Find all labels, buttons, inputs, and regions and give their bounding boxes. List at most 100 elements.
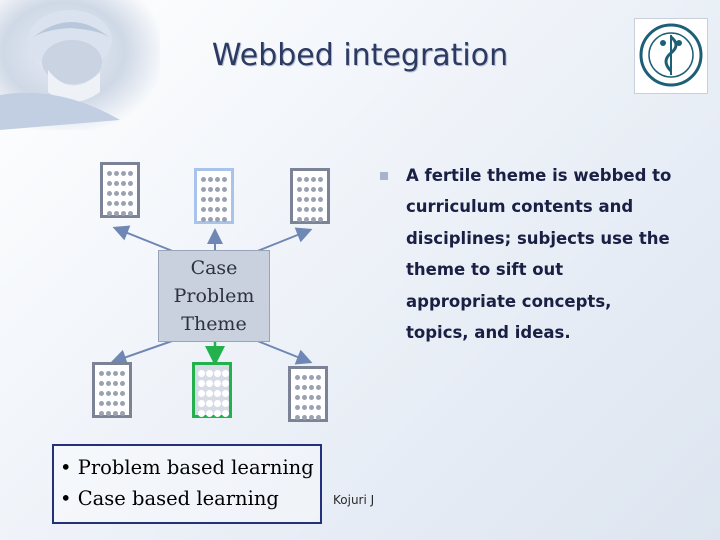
grid-dot bbox=[294, 394, 300, 400]
grid-dot bbox=[303, 206, 309, 212]
grid-dot bbox=[106, 200, 112, 206]
grid-dot bbox=[222, 176, 228, 182]
grid-dot bbox=[215, 216, 221, 222]
grid-dot bbox=[113, 170, 119, 176]
grid-dot bbox=[318, 176, 324, 182]
grid-dot bbox=[222, 206, 228, 212]
grid-dot bbox=[214, 369, 221, 377]
grid-dot bbox=[222, 196, 228, 202]
grid-dot bbox=[214, 389, 221, 397]
grid-dot bbox=[215, 196, 221, 202]
grid-dot bbox=[206, 389, 213, 397]
grid-dot bbox=[106, 180, 112, 186]
bullet-problem-based: • Problem based learning bbox=[60, 456, 314, 479]
grid-dot bbox=[296, 176, 302, 182]
university-logo bbox=[634, 18, 708, 94]
grid-dot bbox=[98, 380, 104, 386]
grid-dot bbox=[128, 200, 134, 206]
grid-dot bbox=[120, 400, 126, 406]
grid-dot bbox=[198, 399, 205, 407]
grid-dot bbox=[215, 176, 221, 182]
description-text: A fertile theme is webbed to curriculum … bbox=[406, 160, 706, 348]
grid-dot bbox=[128, 210, 134, 216]
grid-dot bbox=[296, 186, 302, 192]
grid-dot bbox=[106, 170, 112, 176]
grid-dot bbox=[309, 394, 315, 400]
grid-dot bbox=[294, 384, 300, 390]
grid-dot bbox=[303, 196, 309, 202]
grid-dot bbox=[200, 206, 206, 212]
grid-dot bbox=[296, 216, 302, 222]
grid-dot bbox=[113, 210, 119, 216]
connector-top-right bbox=[254, 227, 313, 253]
grid-dot bbox=[215, 206, 221, 212]
grid-dot bbox=[316, 414, 322, 420]
grid-dot bbox=[120, 370, 126, 376]
grid-dot bbox=[311, 186, 317, 192]
grid-dot bbox=[318, 196, 324, 202]
theme-line-2: Problem bbox=[173, 285, 255, 307]
learning-types-box: • Problem based learning • Case based le… bbox=[52, 444, 322, 524]
discipline-box-top-left bbox=[100, 162, 140, 218]
grid-dot bbox=[121, 200, 127, 206]
grid-dot bbox=[215, 186, 221, 192]
grid-dot bbox=[296, 196, 302, 202]
grid-dot bbox=[113, 380, 119, 386]
bullet-case-based: • Case based learning bbox=[60, 487, 279, 510]
grid-dot bbox=[309, 404, 315, 410]
grid-dot bbox=[121, 170, 127, 176]
grid-dot bbox=[200, 176, 206, 182]
grid-dot bbox=[121, 180, 127, 186]
description-line-1: A fertile theme is webbed to bbox=[406, 166, 672, 185]
grid-dot bbox=[311, 206, 317, 212]
connector-top-left bbox=[112, 225, 176, 253]
surgeon-photo bbox=[0, 0, 160, 130]
grid-dot bbox=[318, 206, 324, 212]
grid-dot bbox=[222, 409, 229, 417]
description-line-6: topics, and ideas. bbox=[406, 323, 571, 343]
grid-dot bbox=[200, 186, 206, 192]
grid-dot bbox=[294, 404, 300, 410]
grid-dot bbox=[105, 390, 111, 396]
grid-dot bbox=[198, 379, 205, 387]
grid-dot bbox=[200, 196, 206, 202]
grid-dot bbox=[207, 176, 213, 182]
grid-dot bbox=[222, 389, 229, 397]
grid-dot bbox=[316, 374, 322, 380]
discipline-box-bottom-right bbox=[288, 366, 328, 422]
discipline-box-bottom-left bbox=[92, 362, 132, 418]
description-line-4: theme to sift out bbox=[406, 260, 564, 280]
grid-dot bbox=[128, 170, 134, 176]
grid-dot bbox=[113, 200, 119, 206]
slide-title: Webbed integration bbox=[211, 38, 509, 73]
grid-dot bbox=[316, 384, 322, 390]
grid-dot bbox=[207, 206, 213, 212]
grid-dot bbox=[318, 216, 324, 222]
grid-dot bbox=[207, 186, 213, 192]
grid-dot bbox=[105, 400, 111, 406]
grid-dot bbox=[200, 216, 206, 222]
grid-dot bbox=[294, 374, 300, 380]
grid-dot bbox=[113, 410, 119, 416]
grid-dot bbox=[105, 380, 111, 386]
case-problem-theme-box: Case Problem Theme bbox=[158, 250, 270, 342]
grid-dot bbox=[206, 369, 213, 377]
description-line-5: appropriate concepts, bbox=[406, 291, 612, 311]
grid-dot bbox=[198, 389, 205, 397]
grid-dot bbox=[301, 404, 307, 410]
grid-dot bbox=[198, 369, 205, 377]
grid-dot bbox=[296, 206, 302, 212]
grid-dot bbox=[214, 409, 221, 417]
grid-dot bbox=[105, 410, 111, 416]
grid-dot bbox=[98, 370, 104, 376]
grid-dot bbox=[303, 216, 309, 222]
discipline-box-bottom-center bbox=[192, 362, 232, 418]
grid-dot bbox=[303, 176, 309, 182]
author-credit: Kojuri J bbox=[333, 493, 375, 507]
grid-dot bbox=[98, 410, 104, 416]
grid-dot bbox=[309, 384, 315, 390]
square-bullet-icon bbox=[380, 172, 388, 180]
grid-dot bbox=[311, 176, 317, 182]
grid-dot bbox=[113, 370, 119, 376]
grid-dot bbox=[113, 180, 119, 186]
